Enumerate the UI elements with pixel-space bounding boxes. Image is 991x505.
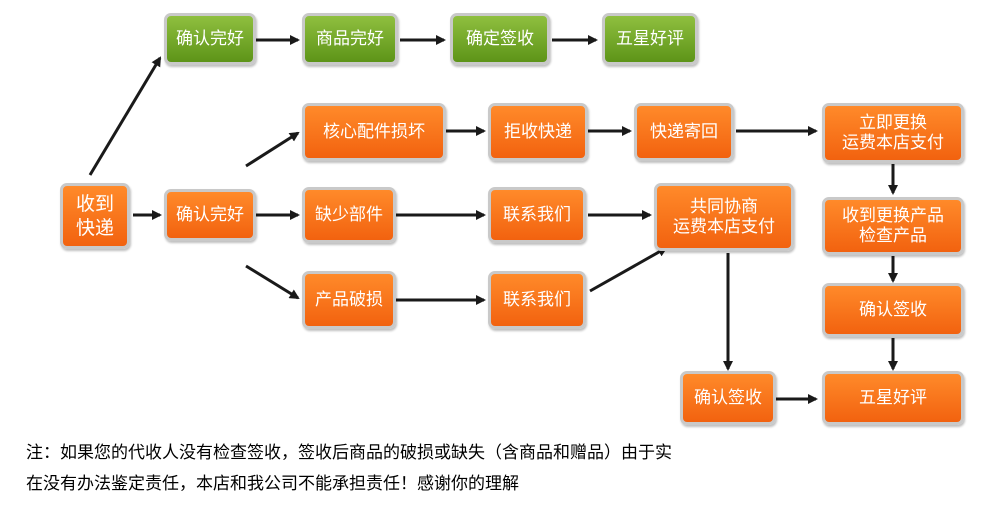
arrow-contact2-to-negotiate: [589, 246, 668, 293]
arrow-mid-confirm-to-core-damaged: [245, 131, 300, 168]
node-top-goods-ok: 商品完好: [302, 13, 398, 65]
node-top-confirm-sign: 确定签收: [450, 13, 550, 65]
node-replace-now: 立即更换 运费本店支付: [822, 103, 964, 163]
node-confirm-sign-bottom: 确认签收: [680, 371, 776, 425]
node-core-damaged: 核心配件损坏: [302, 103, 446, 161]
node-five-star-bottom: 五星好评: [822, 371, 964, 425]
node-contact-us-1: 联系我们: [488, 187, 586, 243]
node-product-damaged: 产品破损: [302, 271, 396, 329]
node-missing-parts: 缺少部件: [302, 187, 396, 243]
node-top-five-star: 五星好评: [602, 13, 698, 65]
node-confirm-sign-right: 确认签收: [822, 283, 964, 337]
arrow-receive-to-top-confirm: [88, 56, 162, 176]
node-contact-us-2: 联系我们: [488, 271, 586, 329]
node-receive-express: 收到 快递: [60, 183, 130, 249]
node-negotiate: 共同协商 运费本店支付: [654, 183, 794, 251]
node-express-return: 快递寄回: [634, 103, 734, 161]
node-mid-confirm: 确认完好: [164, 189, 256, 241]
disclaimer-note: 注：如果您的代收人没有检查签收，签收后商品的破损或缺失（含商品和赠品）由于实 在…: [26, 443, 672, 494]
node-reject-express: 拒收快递: [488, 103, 588, 161]
arrow-mid-confirm-to-product-damaged: [245, 264, 300, 300]
node-received-replacement: 收到更换产品 检查产品: [822, 197, 964, 255]
node-top-confirm: 确认完好: [164, 13, 256, 65]
